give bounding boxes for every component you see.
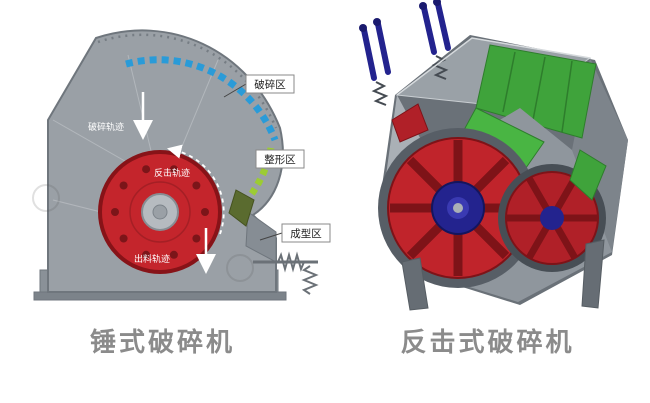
hammer-crusher-svg: 破碎轨迹 反击轨迹 出料轨迹 破碎区 整形区 成型区: [32, 29, 331, 301]
support-leg-left: [401, 257, 429, 311]
green-panel-ribs: [502, 51, 573, 133]
red-liner-plate: [391, 103, 429, 143]
caption-impact-crusher: 反击式破碎机: [400, 328, 575, 358]
track-label-discharge: 出料轨迹: [134, 253, 170, 265]
zone-leader-crushing: [223, 83, 247, 98]
zone-box-crushing: [245, 74, 295, 94]
crushing-zone-arc: [125, 56, 279, 142]
secondary-rotor: [498, 164, 606, 272]
zone-label-forming: 成型区: [290, 227, 322, 240]
rotor-assembly: [98, 150, 222, 274]
zone-box-forming: [281, 223, 331, 243]
zone-box-shaping: [255, 149, 305, 169]
impact-crusher-figure: [340, 0, 650, 320]
zone-label-crushing: 破碎区: [254, 78, 286, 91]
impact-plate: [228, 189, 255, 227]
main-rotor: [378, 128, 538, 288]
zone-callouts: 破碎区 整形区 成型区: [223, 74, 331, 243]
machine-foundation: [33, 291, 287, 301]
green-side-liner: [569, 149, 607, 201]
rotor-bolts: [111, 165, 209, 259]
rotor-inner-ring: [129, 181, 191, 243]
housing-rim-rivets: [97, 33, 278, 129]
tension-bolts: [359, 0, 451, 106]
hammer-crusher-figure: 破碎轨迹 反击轨迹 出料轨迹 破碎区 整形区 成型区: [8, 0, 338, 318]
rotor-shaft-end: [453, 203, 463, 213]
zone-label-shaping: 整形区: [264, 153, 296, 166]
track-label-impact: 反击轨迹: [154, 167, 190, 179]
secondary-hub: [540, 206, 564, 230]
zone-leader-forming: [259, 232, 283, 241]
track-label-crushing: 破碎轨迹: [88, 121, 124, 133]
impact-crusher-svg: [359, 0, 628, 311]
caption-hammer-crusher: 锤式破碎机: [89, 328, 235, 358]
spring-assembly: [253, 251, 319, 295]
edge-highlight: [396, 37, 591, 96]
housing-seams: [52, 54, 219, 216]
support-leg-right: [581, 239, 605, 309]
watermark-logo: [32, 184, 254, 282]
rotor-shaft: [152, 204, 168, 220]
green-top-panel: [475, 44, 597, 139]
